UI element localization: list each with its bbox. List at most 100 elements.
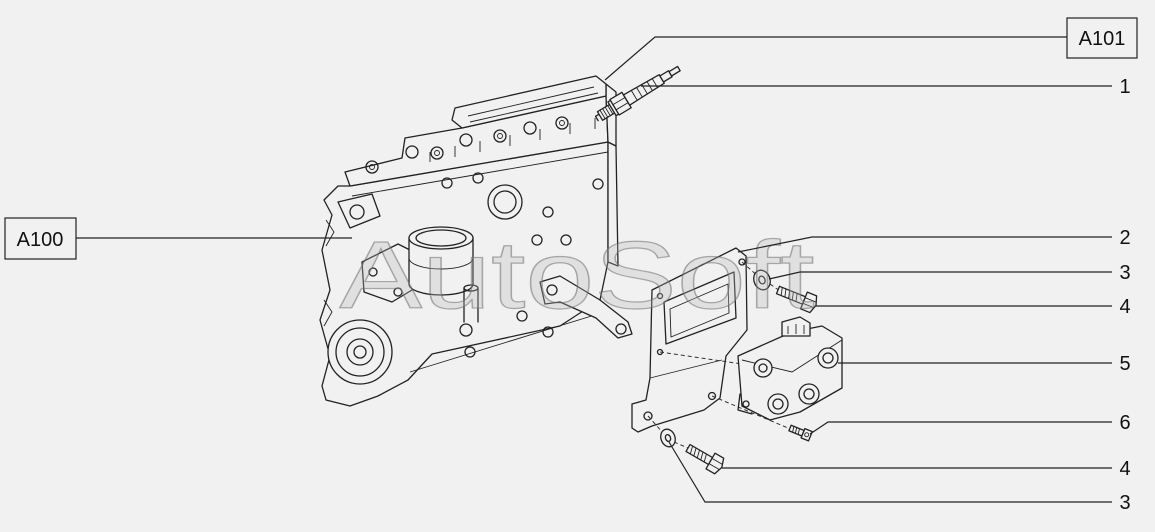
bolt-lower-head-face <box>708 458 723 470</box>
callout-item-3-lower: 3 <box>1119 492 1130 514</box>
head-bolt-center <box>559 120 565 126</box>
coil-tower-d-bore <box>822 352 834 364</box>
callout-a100: A100 <box>4 217 77 260</box>
coil-mount-hole <box>742 400 750 408</box>
pipe-walls <box>463 287 479 323</box>
head-ribs <box>429 118 596 162</box>
block-bolt <box>592 178 604 190</box>
head-bolt-center <box>497 133 503 139</box>
bolt-small-thread <box>792 426 800 435</box>
block-bolt <box>542 206 554 218</box>
block-bolt <box>459 323 473 337</box>
mount-bolt <box>615 323 627 335</box>
head-bolt <box>430 146 444 160</box>
coil-mount-ear <box>737 393 753 415</box>
coil-tower-c <box>798 383 820 405</box>
leader-lines <box>76 36 1112 503</box>
head-bolt <box>523 121 537 135</box>
coil-tower-d <box>817 347 839 369</box>
engine-mount-bracket <box>539 275 633 339</box>
coil-tower-c-bore <box>803 388 815 400</box>
engine-block <box>319 75 633 407</box>
head-bolt <box>555 116 569 130</box>
spark-plug-hex-faces <box>612 97 629 111</box>
bolt-upper <box>775 285 818 314</box>
coil-connector-pins <box>787 324 805 334</box>
head-bolt <box>459 133 473 147</box>
adapter-ridge <box>408 257 474 270</box>
callout-item-6: 6 <box>1119 412 1130 434</box>
block-break-line <box>323 219 335 327</box>
leader-a101 <box>604 36 1067 81</box>
leader-item-6 <box>809 421 1112 435</box>
plug-inner <box>493 190 517 214</box>
bolt-upper-head-face <box>802 297 817 309</box>
oil-pipe <box>463 284 479 323</box>
spark-plug-thread-lines <box>599 105 614 119</box>
watermark: AutoSoft <box>340 222 815 329</box>
callout-a100-label: A100 <box>17 229 64 251</box>
bracket-hole-lower <box>707 391 717 401</box>
block-bolt <box>464 346 476 358</box>
bracket-fold-line <box>649 359 723 379</box>
mount-bolt <box>546 284 558 296</box>
head-bolts <box>365 116 569 174</box>
adapter-bore <box>415 229 467 247</box>
coil-tower-a <box>753 358 773 378</box>
head-bolt <box>405 145 419 159</box>
callout-item-1: 1 <box>1119 76 1130 98</box>
washer-lower-hole <box>664 433 672 443</box>
washer-upper-hole <box>758 275 766 285</box>
bracket-hole-top <box>738 258 746 266</box>
pulley-bolt <box>353 345 367 359</box>
head-bolt <box>493 129 507 143</box>
spark-plug <box>594 65 681 122</box>
cam-cover-ribs <box>467 86 599 123</box>
pulley-hub <box>346 338 374 366</box>
callout-item-4-upper: 4 <box>1119 296 1130 318</box>
head-bolt-center <box>434 150 440 156</box>
spark-plug-terminal <box>668 65 681 77</box>
block-bolt <box>560 234 572 246</box>
ignition-coil <box>737 316 843 421</box>
bracket-hole <box>349 204 365 220</box>
washer-upper <box>753 269 771 291</box>
bolt-upper-thread <box>780 287 798 302</box>
oil-filter-adapter <box>361 226 474 303</box>
block-bolts <box>441 172 604 358</box>
block-bolt <box>472 172 484 184</box>
flange-bolt-hole <box>393 287 403 297</box>
bolt-lower-thread <box>689 445 707 463</box>
callout-a101-label: A101 <box>1079 28 1126 50</box>
pulley-groove <box>335 327 385 377</box>
bracket-plate <box>337 193 381 229</box>
spark-plug-electrode <box>594 113 600 122</box>
timing-cover-plug <box>487 184 523 220</box>
callout-item-5: 5 <box>1119 353 1130 375</box>
head-bolt-center <box>369 164 375 170</box>
bracket-window-inner <box>669 283 730 338</box>
callout-item-4-lower: 4 <box>1119 458 1130 480</box>
coil-bracket <box>631 247 748 433</box>
bolt-lower <box>685 443 725 475</box>
block-bolt <box>516 310 528 322</box>
bolt-lower-head <box>705 452 725 475</box>
block-bolt <box>542 326 554 338</box>
callout-item-3-upper: 3 <box>1119 262 1130 284</box>
callout-item-2: 2 <box>1119 227 1130 249</box>
bracket-hole-left <box>656 292 664 300</box>
bolt-small-socket <box>804 432 810 438</box>
adapter-flange <box>361 243 413 303</box>
coil-tower-a-bore <box>758 363 768 373</box>
oil-pan-rail <box>409 313 599 373</box>
bolt-small-head <box>800 427 813 442</box>
coil-tower-b-bore <box>772 398 784 410</box>
leader-item-2 <box>737 236 1112 253</box>
callout-a100-box <box>4 217 77 260</box>
bolt-small <box>788 424 813 442</box>
axis-lower-bolt <box>647 415 689 449</box>
spark-plug-insulator-ribs <box>630 78 658 101</box>
coil-tower-b <box>767 393 789 415</box>
block-bolt <box>441 177 453 189</box>
